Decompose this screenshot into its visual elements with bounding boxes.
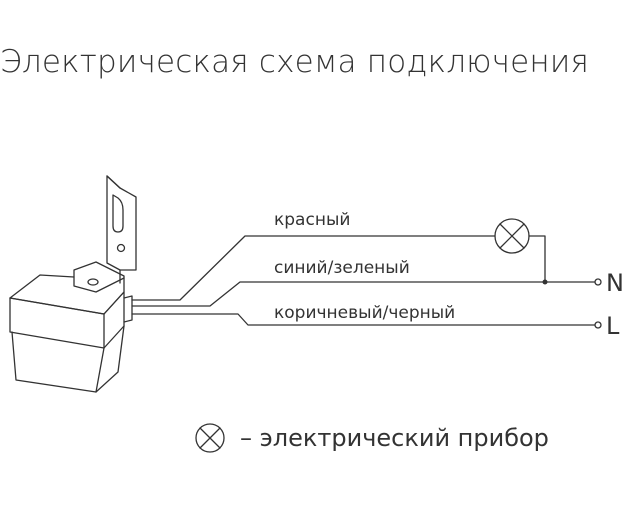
diagram-title: Электрическая схема подключения xyxy=(0,44,590,80)
wire-label-red: красный xyxy=(274,210,350,230)
mounting-bracket xyxy=(106,175,137,284)
wire-label-blue-green: синий/зеленый xyxy=(274,258,410,278)
legend-text: – электрический прибор xyxy=(240,424,549,452)
legend-lamp-icon xyxy=(195,423,225,453)
terminal-n-label: N xyxy=(606,269,624,297)
terminal-l-label: L xyxy=(606,312,620,340)
wires xyxy=(131,235,596,326)
terminal-n-point xyxy=(594,278,602,286)
lamp-icon xyxy=(494,218,530,254)
junction-dot xyxy=(542,279,548,285)
photo-sensor xyxy=(9,261,133,393)
wire-label-brown-black: коричневый/черный xyxy=(274,303,455,323)
terminal-l-point xyxy=(594,321,602,329)
